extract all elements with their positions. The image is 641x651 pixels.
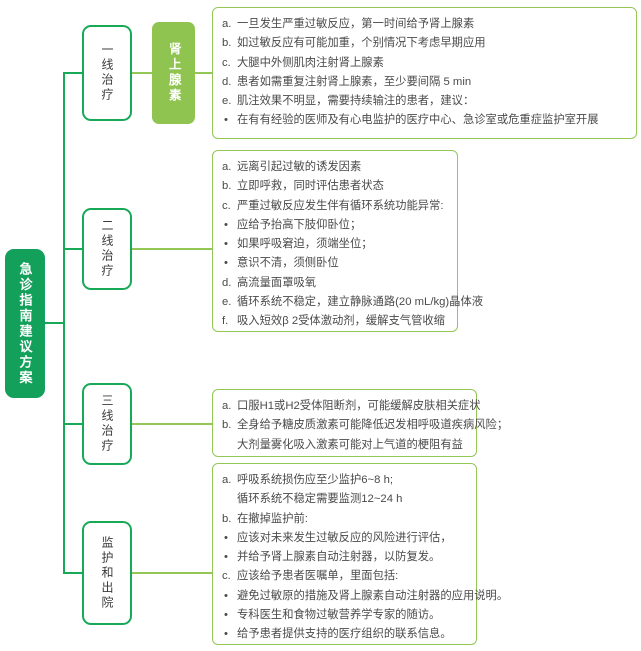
list-marker: • (224, 114, 228, 127)
list-text: 避免过敏原的措施及肾上腺素自动注射器的应用说明。 (237, 589, 509, 602)
content-list: a. 呼吸系统损伤应至少监护6~8 h; 循环系统不稳定需要监测12~24 h b… (222, 471, 508, 645)
root-node[interactable]: 急诊指南建议方案 (5, 249, 45, 398)
list-item: f. 吸入短效β 2受体激动剂，缓解支气管收缩 (222, 312, 448, 331)
list-marker: • (224, 218, 228, 231)
list-text: 大剂量雾化吸入激素可能对上气道的梗阻有益 (237, 438, 463, 451)
list-item: b. 在撤掉监护前: (222, 510, 467, 529)
list-text: 患者如需重复注射肾上腺素，至少要间隔 5 min (237, 75, 472, 88)
branch-node-label: 一线治疗 (100, 43, 114, 103)
list-text: 一旦发生严重过敏反应，第一时间给予肾上腺素 (237, 18, 475, 30)
list-text: 肌注效果不明显，需要持续输注的患者，建议： (237, 95, 475, 108)
list-marker: c. (222, 199, 231, 212)
list-item: 循环系统不稳定需要监测12~24 h (222, 490, 467, 509)
content-list: a. 一旦发生严重过敏反应，第一时间给予肾上腺素 b. 如过敏反应有可能加重，个别情… (222, 15, 627, 131)
list-text: 应该对未来发生过敏反应的风险进行评估， (237, 531, 452, 544)
list-text: 全身给予糖皮质激素可能降低迟发相呼吸道疾病风险； (237, 419, 509, 432)
list-text: 大腿中外侧肌肉注射肾上腺素 (237, 56, 384, 69)
list-text: 在撤掉监护前: (237, 512, 308, 525)
list-text: 循环系统不稳定，建立静脉通路(20 mL/kg)晶体液 (237, 296, 484, 309)
list-item: a. 远离引起过敏的诱发因素 (222, 158, 448, 177)
list-marker: e. (222, 296, 232, 309)
branch-node-third-line[interactable]: 三线治疗 (82, 383, 132, 465)
branch-node-monitoring-discharge[interactable]: 监护和出院 (82, 521, 132, 625)
list-marker: • (224, 531, 228, 544)
list-text: 在有有经验的医师及有心电监护的医疗中心、急诊室或危重症监护室开展 (237, 114, 599, 127)
list-text: 并给予肾上腺素自动注射器，以防复发。 (237, 551, 441, 564)
list-item: • 如果呼吸窘迫，须端坐位； (222, 235, 448, 254)
list-item: • 意识不清，须侧卧位 (222, 254, 448, 273)
list-marker: c. (222, 56, 231, 69)
list-text: 口服H1或H2受体阻断剂，可能缓解皮肤相关症状 (237, 400, 481, 412)
branch-node-label: 三线治疗 (100, 394, 114, 454)
list-marker: • (224, 589, 228, 602)
list-item: a. 口服H1或H2受体阻断剂，可能缓解皮肤相关症状 (222, 397, 481, 416)
list-text: 应该给予患者医嘱单，里面包括: (237, 570, 399, 583)
list-text: 呼吸系统损伤应至少监护6~8 h; (237, 474, 393, 486)
list-text: 严重过敏反应发生伴有循环系统功能异常: (237, 199, 444, 212)
content-box-first-line: a. 一旦发生严重过敏反应，第一时间给予肾上腺素 b. 如过敏反应有可能加重，个别情… (212, 7, 637, 139)
list-text: 专科医生和食物过敏营养学专家的随访。 (237, 609, 441, 622)
branch-node-label: 二线治疗 (100, 219, 114, 279)
list-item: e. 循环系统不稳定，建立静脉通路(20 mL/kg)晶体液 (222, 293, 483, 312)
list-text: 意识不清，须侧卧位 (237, 257, 339, 270)
content-box-third-line: a. 口服H1或H2受体阻断剂，可能缓解皮肤相关症状 b. 全身给予糖皮质激素可能降… (212, 389, 508, 457)
list-marker: f. (222, 315, 229, 328)
list-item: • 避免过敏原的措施及肾上腺素自动注射器的应用说明。 (222, 587, 508, 606)
list-marker: a. (222, 474, 232, 486)
list-item: • 并给予肾上腺素自动注射器，以防复发。 (222, 548, 467, 567)
list-item: c. 大腿中外侧肌肉注射肾上腺素 (222, 54, 627, 73)
sub-node-label: 肾上腺素 (166, 42, 181, 104)
list-text: 如果呼吸窘迫，须端坐位； (237, 238, 373, 251)
content-list: a. 远离引起过敏的诱发因素 b. 立即呼救，同时评估患者状态 c. 严重过敏反应发生… (222, 158, 483, 332)
list-marker: b. (222, 37, 232, 50)
list-marker: d. (222, 75, 232, 88)
list-marker: e. (222, 95, 232, 108)
list-item: d. 高流量面罩吸氧 (222, 274, 448, 293)
content-box-monitoring-discharge: a. 呼吸系统损伤应至少监护6~8 h; 循环系统不稳定需要监测12~24 h b… (212, 463, 508, 645)
sub-node-epinephrine[interactable]: 肾上腺素 (152, 22, 195, 124)
list-item: a. 一旦发生严重过敏反应，第一时间给予肾上腺素 (222, 15, 627, 34)
list-item: 大剂量雾化吸入激素可能对上气道的梗阻有益 (222, 436, 467, 455)
list-marker: d. (222, 276, 232, 289)
list-marker: • (224, 257, 228, 270)
list-item: • 应该对未来发生过敏反应的风险进行评估， (222, 529, 467, 548)
list-marker: b. (222, 512, 232, 525)
branch-node-first-line[interactable]: 一线治疗 (82, 25, 132, 121)
list-item: e. 肌注效果不明显，需要持续输注的患者，建议： (222, 92, 627, 111)
list-item: • 给予患者提供支持的医疗组织的联系信息。 (222, 625, 467, 644)
list-text: 立即呼救，同时评估患者状态 (237, 180, 384, 193)
list-marker: • (224, 551, 228, 564)
list-text: 远离引起过敏的诱发因素 (237, 161, 362, 173)
list-marker: c. (222, 570, 231, 583)
list-item: • 应给予抬高下肢仰卧位； (222, 216, 448, 235)
list-item: • 在有有经验的医师及有心电监护的医疗中心、急诊室或危重症监护室开展 (222, 111, 627, 130)
branch-node-second-line[interactable]: 二线治疗 (82, 208, 132, 290)
list-item: b. 如过敏反应有可能加重，个别情况下考虑早期应用 (222, 34, 627, 53)
list-text: 高流量面罩吸氧 (237, 276, 317, 289)
list-item: b. 立即呼救，同时评估患者状态 (222, 177, 448, 196)
list-text: 给予患者提供支持的医疗组织的联系信息。 (237, 628, 452, 641)
root-node-label: 急诊指南建议方案 (17, 261, 33, 386)
list-marker: • (224, 238, 228, 251)
branch-node-label: 监护和出院 (100, 535, 114, 611)
content-box-second-line: a. 远离引起过敏的诱发因素 b. 立即呼救，同时评估患者状态 c. 严重过敏反应发生… (212, 150, 483, 332)
list-item: a. 呼吸系统损伤应至少监护6~8 h; (222, 471, 467, 490)
list-text: 吸入短效β 2受体激动剂，缓解支气管收缩 (237, 315, 445, 328)
list-marker: a. (222, 18, 232, 30)
list-item: b. 全身给予糖皮质激素可能降低迟发相呼吸道疾病风险； (222, 416, 508, 435)
list-item: d. 患者如需重复注射肾上腺素，至少要间隔 5 min (222, 73, 627, 92)
list-text: 应给予抬高下肢仰卧位； (237, 218, 362, 231)
list-item: c. 应该给予患者医嘱单，里面包括: (222, 567, 467, 586)
list-marker: b. (222, 419, 232, 432)
content-list: a. 口服H1或H2受体阻断剂，可能缓解皮肤相关症状 b. 全身给予糖皮质激素可能降… (222, 397, 508, 455)
list-marker: • (224, 628, 228, 641)
list-item: • 专科医生和食物过敏营养学专家的随访。 (222, 606, 467, 625)
list-text: 循环系统不稳定需要监测12~24 h (237, 493, 403, 506)
list-item: c. 严重过敏反应发生伴有循环系统功能异常: (222, 197, 448, 216)
list-marker: • (224, 609, 228, 622)
list-text: 如过敏反应有可能加重，个别情况下考虑早期应用 (237, 37, 486, 50)
list-marker: a. (222, 400, 232, 412)
list-marker: a. (222, 161, 232, 173)
list-marker: b. (222, 180, 232, 193)
